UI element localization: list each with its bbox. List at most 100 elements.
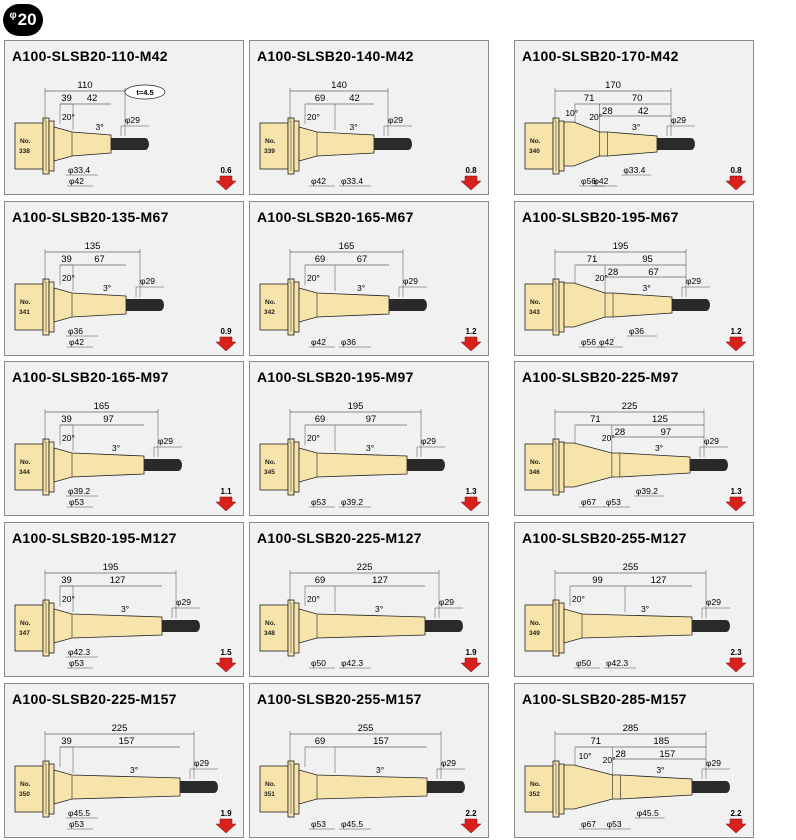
no-label: No. — [530, 620, 541, 627]
down-arrow-icon — [460, 657, 482, 673]
product-code: A100-SLSB20-285-M157 — [522, 691, 687, 707]
diameter-small: φ45.5 — [341, 819, 363, 829]
segment-length-b: 185 — [653, 736, 669, 747]
holder-flange — [14, 122, 44, 170]
segment-length-b: 97 — [366, 414, 377, 425]
segment-length-a: 69 — [315, 254, 326, 265]
segment-length-b: 42 — [349, 93, 360, 104]
diameter-small: φ36 — [68, 326, 83, 336]
product-code: A100-SLSB20-170-M42 — [522, 48, 679, 64]
diameter-large: φ67 — [581, 497, 596, 507]
product-code: A100-SLSB20-225-M127 — [257, 530, 422, 546]
weight-value: 0.8 — [730, 166, 742, 175]
holder-flange — [14, 443, 44, 491]
tapered-body — [563, 121, 658, 167]
diameter-large: φ53 — [69, 819, 84, 829]
weight-value: 1.2 — [730, 327, 742, 336]
tapered-body — [563, 282, 673, 328]
taper-angle-20: 20° — [589, 112, 602, 122]
overall-length: 195 — [348, 401, 364, 412]
shank-diameter: φ29 — [403, 276, 418, 286]
down-arrow-icon — [725, 496, 747, 512]
overall-length: 225 — [357, 562, 373, 573]
weight-value: 2.2 — [465, 809, 477, 818]
weight-value: 2.2 — [730, 809, 742, 818]
segment-length-b: 97 — [103, 414, 114, 425]
down-arrow-icon — [215, 818, 237, 834]
overall-length: 165 — [339, 241, 355, 252]
product-code: A100-SLSB20-255-M127 — [522, 530, 687, 546]
diameter-small: φ39.2 — [341, 497, 363, 507]
holder-flange — [14, 604, 44, 652]
no-label: No. — [530, 459, 541, 466]
segment-length-b: 127 — [110, 575, 126, 586]
segment-length-b: 42 — [87, 93, 98, 104]
diameter-large: φ56 — [581, 176, 596, 186]
holder-collar-2 — [48, 441, 55, 493]
segment-length-a: 71 — [584, 93, 595, 104]
shank — [657, 138, 691, 150]
holder-collar-2 — [293, 441, 300, 493]
diameter-small: φ33.4 — [623, 165, 645, 175]
shank-end — [687, 138, 695, 150]
diameter-large: φ42 — [311, 176, 326, 186]
holder-flange — [259, 122, 289, 170]
catalog-number: 346 — [529, 469, 540, 476]
diameter-small: φ45.5 — [68, 808, 90, 818]
shank — [425, 620, 459, 632]
catalog-number: 349 — [529, 630, 540, 637]
holder-flange — [14, 283, 44, 331]
product-code: A100-SLSB20-195-M67 — [522, 209, 679, 225]
down-arrow-icon — [460, 496, 482, 512]
tapered-body — [298, 769, 428, 805]
taper-angle-3: 3° — [112, 443, 120, 453]
holder-collar-2 — [48, 763, 55, 815]
catalog-number: 352 — [529, 791, 540, 798]
catalog-number: 338 — [19, 148, 30, 155]
diameter-mid: φ53 — [607, 819, 622, 829]
no-label: No. — [265, 299, 276, 306]
shank — [692, 781, 726, 793]
segment-length-b: 157 — [119, 736, 135, 747]
shank-end — [174, 459, 182, 471]
tapered-body — [53, 287, 127, 323]
segment-length-b: 70 — [632, 93, 643, 104]
diameter-large: φ56 — [581, 337, 596, 347]
catalog-number: 350 — [19, 791, 30, 798]
tapered-body — [563, 764, 693, 810]
weight-value: 0.8 — [465, 166, 477, 175]
segment-length-d: 42 — [638, 106, 649, 117]
catalog-number: 341 — [19, 309, 30, 316]
diameter-small: φ42.3 — [606, 658, 628, 668]
shank-diameter: φ29 — [706, 758, 721, 768]
overall-length: 195 — [103, 562, 119, 573]
shank-diameter: φ29 — [706, 597, 721, 607]
segment-length-a: 71 — [587, 254, 598, 265]
shank-diameter: φ29 — [439, 597, 454, 607]
product-code: A100-SLSB20-225-M97 — [522, 369, 679, 385]
taper-angle-20: 20° — [307, 433, 320, 443]
weight-value: 1.2 — [465, 327, 477, 336]
shank-diameter: φ29 — [176, 597, 191, 607]
catalog-number: 348 — [264, 630, 275, 637]
